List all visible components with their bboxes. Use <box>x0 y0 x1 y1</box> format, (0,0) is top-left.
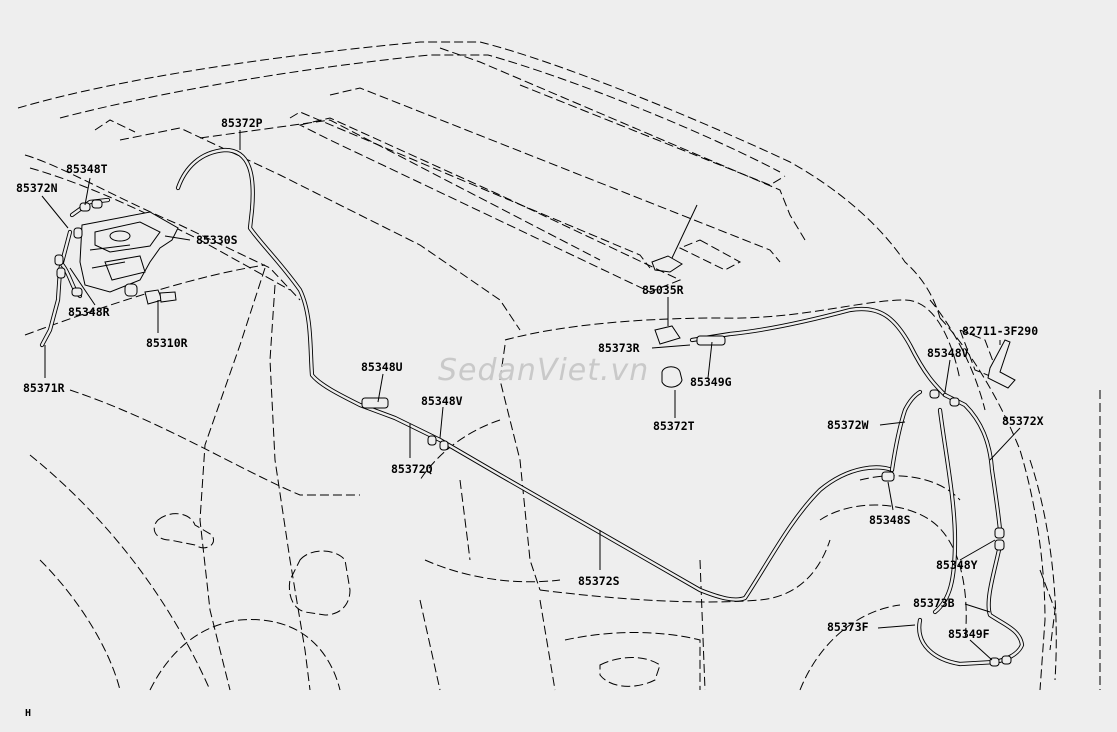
label-85348V-right: 85348V <box>927 346 969 360</box>
label-85371R: 85371R <box>23 381 65 395</box>
label-85035R: 85035R <box>642 283 684 297</box>
label-85310R: 85310R <box>146 336 188 350</box>
label-85348S: 85348S <box>869 513 911 527</box>
label-85372Q: 85372Q <box>391 462 433 476</box>
label-85349F: 85349F <box>948 627 990 641</box>
label-85372S: 85372S <box>578 574 620 588</box>
label-85348T: 85348T <box>66 162 108 176</box>
label-85372T: 85372T <box>653 419 695 433</box>
label-85348U: 85348U <box>361 360 403 374</box>
vehicle-body-outline <box>17 41 1101 691</box>
watermark-text: SedanViet.vn <box>438 353 649 388</box>
label-85372X: 85372X <box>1002 414 1044 428</box>
label-85330S: 85330S <box>196 233 238 247</box>
label-85372W: 85372W <box>827 418 869 432</box>
leader-lines <box>41 130 1021 661</box>
washer-hoses <box>39 147 1025 667</box>
label-85372N: 85372N <box>16 181 58 195</box>
label-85373R: 85373R <box>598 341 640 355</box>
label-85373F: 85373F <box>827 620 869 634</box>
corner-mark: H <box>25 708 31 719</box>
label-85372P: 85372P <box>221 116 263 130</box>
hose-connectors <box>54 199 1016 667</box>
label-85348R: 85348R <box>68 305 110 319</box>
label-82711-3F290: 82711-3F290 <box>962 324 1038 338</box>
label-85349G: 85349G <box>690 375 732 389</box>
label-85348V-center: 85348V <box>421 394 463 408</box>
label-85373B: 85373B <box>913 596 955 610</box>
washer-pump-motor <box>124 283 177 305</box>
label-85348Y: 85348Y <box>936 558 978 572</box>
part-labels: 85372P 85348T 85372N 85330S 85348R 85310… <box>16 116 1044 641</box>
washer-tank <box>79 211 179 293</box>
